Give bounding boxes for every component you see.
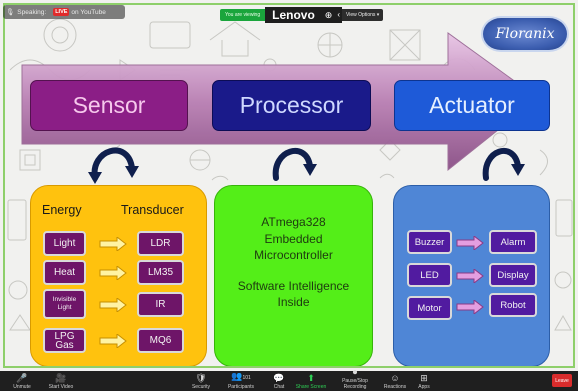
actuator-buzzer: Buzzer	[407, 230, 452, 254]
curve-arrowhead-icon	[511, 164, 525, 176]
transducer-heading: Transducer	[121, 203, 184, 217]
actuator-box: Actuator	[394, 80, 550, 131]
microphone-icon: 🎙	[6, 9, 15, 16]
energy-lpg-gas: LPG Gas	[43, 328, 86, 353]
shield-icon: 🛡	[195, 373, 207, 383]
arrow-right-icon	[99, 334, 127, 348]
reactions-button[interactable]: ☺ Reactions	[381, 373, 409, 390]
transducer-ldr: LDR	[137, 231, 184, 256]
share-screen-icon: ⬆	[307, 373, 315, 383]
transducer-lm35: LM35	[137, 260, 184, 285]
view-options-button[interactable]: View Options ▾	[342, 9, 384, 21]
curved-arrows	[88, 147, 525, 184]
processor-line: Microcontroller	[254, 248, 333, 262]
presenter-share-icon[interactable]: ⊕	[321, 7, 336, 23]
arrow-right-icon	[99, 298, 127, 312]
energy-heading: Energy	[42, 203, 82, 217]
chevron-left-icon[interactable]: ‹	[335, 7, 343, 23]
sensor-title: Sensor	[72, 92, 146, 118]
output-alarm: Alarm	[489, 230, 537, 254]
speaker-label: Speaking:	[17, 8, 47, 16]
arrow-right-icon	[456, 300, 484, 314]
output-display: Display	[489, 263, 537, 287]
viewing-indicator: You are viewing	[220, 9, 266, 21]
processor-box: Processor	[212, 80, 371, 131]
processor-line: Software Intelligence	[237, 278, 350, 293]
screen-share-bar: You are viewing Lenovo ⊕ ‹ View Options …	[220, 7, 384, 23]
security-button[interactable]: 🛡 Security	[186, 373, 216, 390]
record-icon: ⏺	[352, 367, 358, 377]
logo-text: Floranix	[495, 26, 555, 42]
processor-line: Embedded	[264, 231, 323, 246]
energy-heat: Heat	[43, 260, 86, 285]
floranix-logo: Floranix	[481, 16, 569, 52]
processor-description: ATmega328 Embedded Microcontroller Softw…	[215, 214, 372, 311]
processor-title: Processor	[239, 92, 344, 118]
participant-count: 101	[242, 375, 251, 381]
output-robot: Robot	[489, 293, 537, 317]
energy-light: Light	[43, 231, 86, 256]
active-speaker-pill: 🎙 Speaking: LIVE on YouTube	[3, 5, 125, 19]
host-name: Lenovo	[265, 7, 322, 23]
recording-button[interactable]: ⏺ Pause/Stop Recording	[332, 367, 378, 390]
participants-button[interactable]: 👥101 Participants	[222, 371, 260, 390]
processor-line: Inside	[277, 295, 310, 309]
apps-grid-icon: ⊞	[420, 373, 428, 383]
curve-arrowhead-icon	[88, 172, 102, 184]
leave-button[interactable]: Leave	[552, 374, 572, 387]
chat-icon: 💬	[273, 373, 285, 383]
processor-line: ATmega328	[261, 215, 326, 229]
arrow-right-icon	[456, 236, 484, 250]
shared-screen: Sensor Processor Actuator Energy Transdu…	[0, 0, 578, 371]
actuator-title: Actuator	[429, 92, 515, 118]
microphone-muted-icon: 🎤	[16, 373, 28, 383]
transducer-mq6: MQ6	[137, 328, 184, 353]
camera-icon: 🎥	[55, 373, 67, 383]
unmute-button[interactable]: 🎤 Unmute	[7, 373, 37, 390]
transducer-ir: IR	[137, 292, 184, 317]
actuator-panel: Buzzer LED Motor Alarm Display Robot	[393, 185, 550, 367]
start-video-button[interactable]: 🎥 Start Video	[43, 373, 79, 390]
smiley-icon: ☺	[390, 373, 400, 383]
live-badge: LIVE	[53, 8, 70, 16]
arrow-right-icon	[456, 269, 484, 283]
chat-button[interactable]: 💬 Chat	[268, 373, 290, 390]
processor-panel: ATmega328 Embedded Microcontroller Softw…	[214, 185, 373, 367]
youtube-label: on YouTube	[71, 8, 106, 16]
sensor-panel: Energy Transducer Light Heat Invisible L…	[30, 185, 207, 367]
arrow-right-icon	[99, 266, 127, 280]
share-screen-button[interactable]: ⬆ Share Screen	[295, 373, 327, 390]
curve-arrowhead-icon	[125, 166, 139, 178]
participants-icon: 👥101	[231, 371, 251, 381]
curve-arrowhead-icon	[303, 164, 317, 176]
arrow-right-icon	[99, 237, 127, 251]
energy-invisible-light: Invisible Light	[43, 289, 86, 319]
actuator-led: LED	[407, 263, 452, 287]
sensor-box: Sensor	[30, 80, 188, 131]
apps-button[interactable]: ⊞ Apps	[413, 373, 435, 390]
actuator-motor: Motor	[407, 296, 452, 320]
meeting-toolbar: 🎤 Unmute 🎥 Start Video 🛡 Security 👥101 P…	[0, 367, 578, 391]
